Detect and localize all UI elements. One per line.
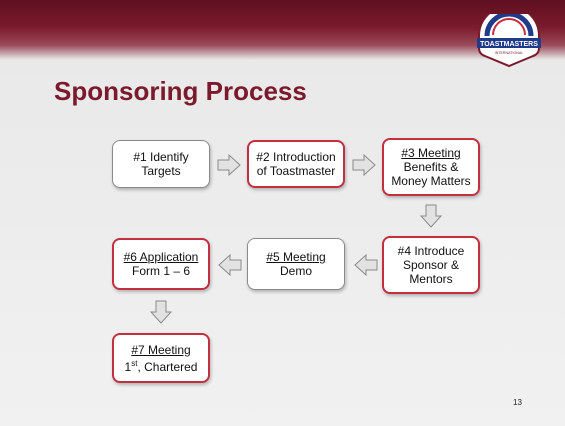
svg-text:INTERNATIONAL: INTERNATIONAL xyxy=(495,51,524,55)
arrow-right-icon xyxy=(217,154,241,176)
arrow-down-icon xyxy=(150,300,172,324)
step-4-box: #4 Introduce Sponsor & Mentors xyxy=(382,236,480,294)
step-7-title: #7 Meeting xyxy=(131,342,191,357)
step-7-text: 1st, Chartered xyxy=(124,358,198,374)
step-7-box: #7 Meeting 1st, Chartered xyxy=(112,333,210,383)
step-3-title: #3 Meeting xyxy=(401,146,461,160)
step-6-text: Form 1 – 6 xyxy=(131,264,191,278)
svg-text:TOASTMASTERS: TOASTMASTERS xyxy=(480,41,538,48)
step-5-box: #5 Meeting Demo xyxy=(247,238,345,290)
step-2-title: #2 Introduction xyxy=(256,150,336,164)
step-2-text: of Toastmaster xyxy=(256,164,336,178)
step-4-text-1: Sponsor & xyxy=(402,258,460,272)
step-5-text: Demo xyxy=(279,264,312,278)
step-3-box: #3 Meeting Benefits & Money Matters xyxy=(382,138,480,196)
step-3-text-1: Benefits & xyxy=(403,160,459,174)
step-2-box: #2 Introduction of Toastmaster xyxy=(247,140,345,188)
page-number: 13 xyxy=(513,398,522,407)
step-6-title: #6 Application xyxy=(123,250,199,264)
step-1-box: #1 Identify Targets xyxy=(112,140,210,188)
step-4-text-2: Mentors xyxy=(409,272,453,286)
step-1-title: #1 Identify xyxy=(133,150,189,164)
toastmasters-logo: TOASTMASTERS INTERNATIONAL xyxy=(477,14,541,68)
step-5-title: #5 Meeting xyxy=(266,250,326,264)
step-3-text-2: Money Matters xyxy=(391,174,471,188)
arrow-down-icon xyxy=(420,204,442,228)
arrow-right-icon xyxy=(352,154,376,176)
step-1-text: Targets xyxy=(141,164,181,178)
step-4-title: #4 Introduce xyxy=(397,244,465,258)
arrow-left-icon xyxy=(354,254,378,276)
step-6-box: #6 Application Form 1 – 6 xyxy=(112,238,210,290)
header-band xyxy=(0,0,565,60)
slide-title: Sponsoring Process xyxy=(54,76,307,106)
arrow-left-icon xyxy=(218,254,242,276)
